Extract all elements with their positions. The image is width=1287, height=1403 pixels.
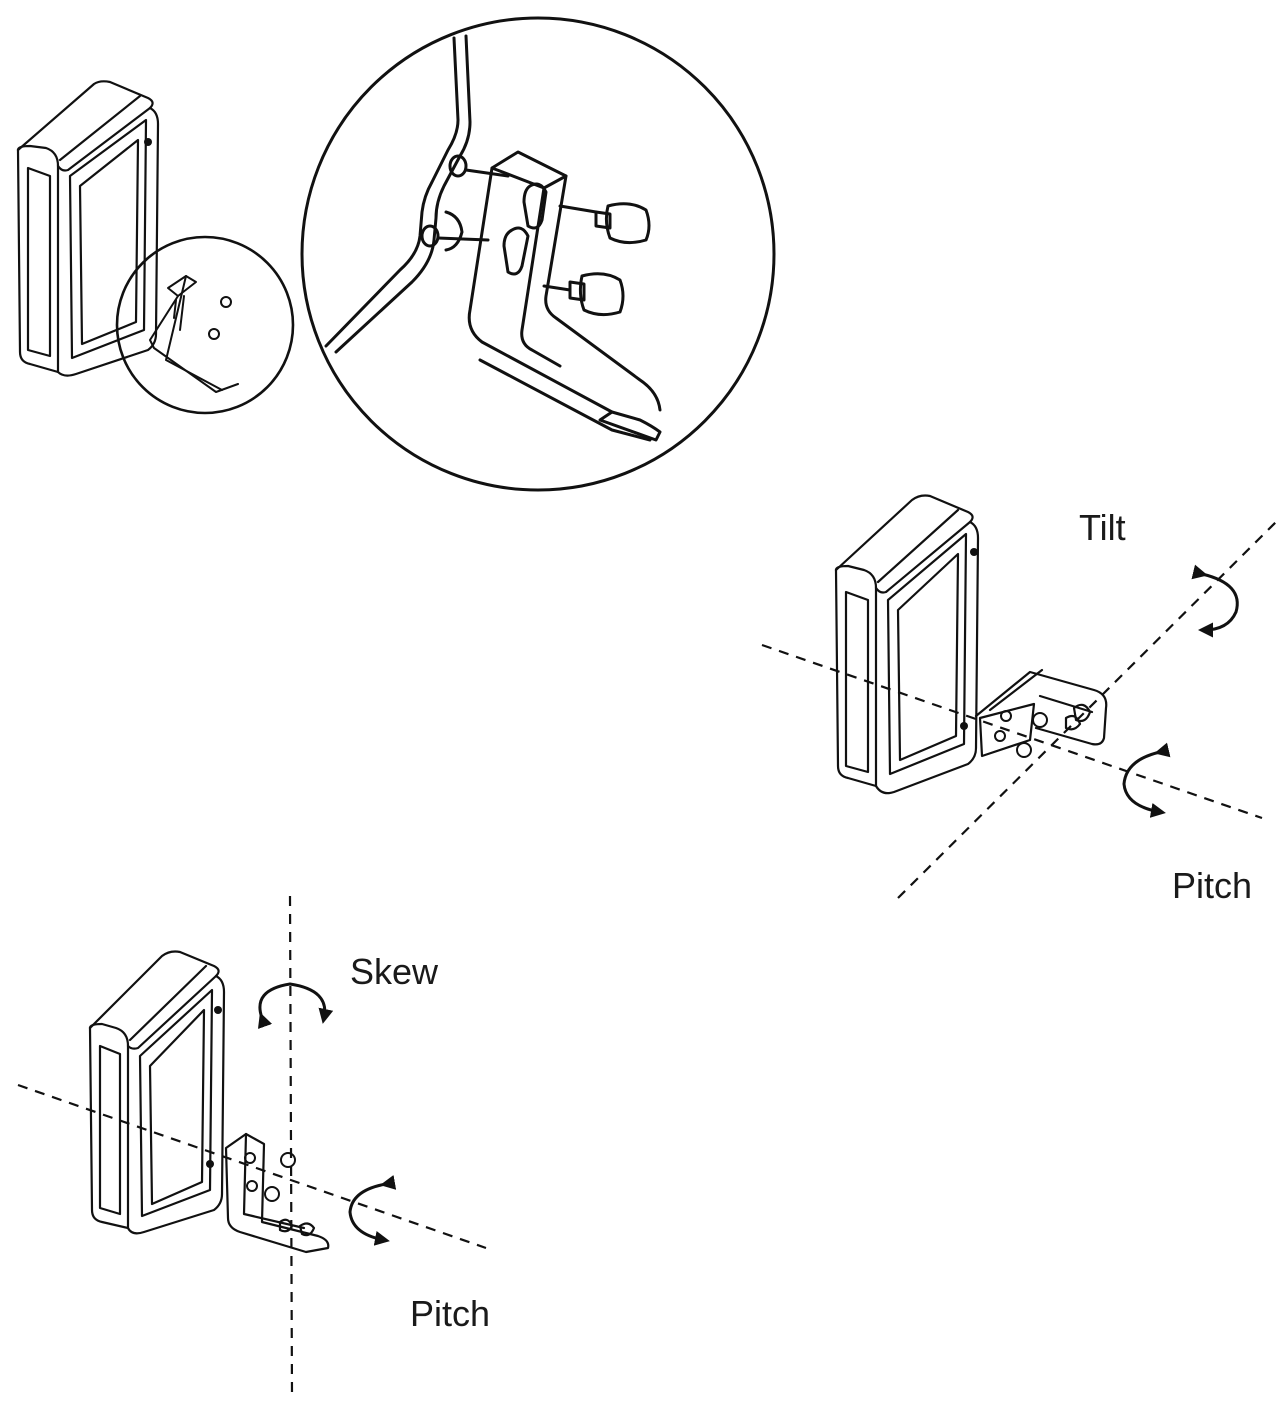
sensor-right: [761, 494, 1279, 899]
pitch-label-left: Pitch: [410, 1293, 491, 1334]
detail-circle-large: [300, 16, 776, 492]
skew-rotation-arrow-icon: [257, 982, 334, 1029]
pitch-rotation-arrow-icon: [348, 1175, 397, 1246]
skew-label: Skew: [350, 951, 439, 992]
tilt-label: Tilt: [1079, 507, 1126, 548]
tilt-rotation-arrow-icon: [1191, 564, 1239, 638]
detail-circle-small: [115, 235, 295, 415]
pitch-rotation-arrow-icon: [1122, 742, 1171, 818]
sensor-bottom-left: [17, 895, 487, 1397]
pitch-label-right: Pitch: [1172, 865, 1253, 906]
sensor-top-left: [16, 80, 160, 377]
